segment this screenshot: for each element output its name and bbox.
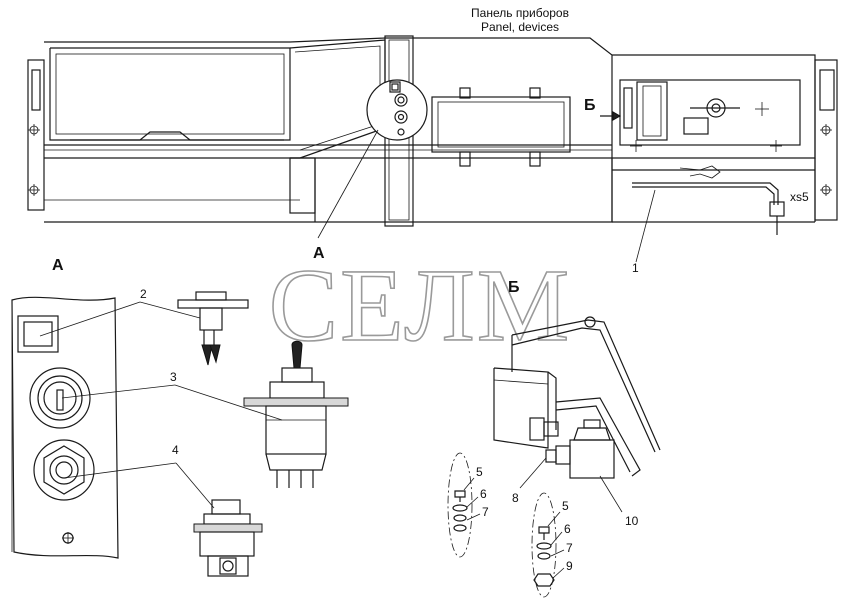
leader-3a bbox=[61, 384, 176, 399]
callout-6a: 6 bbox=[480, 487, 487, 501]
fastener-stack-left bbox=[452, 490, 468, 532]
leader-7b bbox=[550, 549, 565, 557]
leader-9 bbox=[552, 567, 565, 579]
leader-a bbox=[317, 129, 379, 239]
leader-4a bbox=[63, 462, 177, 479]
leader-6b bbox=[550, 531, 563, 546]
part-3-toggle-switch bbox=[243, 340, 349, 488]
callout-5a: 5 bbox=[476, 465, 483, 479]
callout-4: 4 bbox=[172, 443, 179, 457]
detail-b-title: Б bbox=[508, 279, 520, 296]
detail-a-title: А bbox=[52, 257, 64, 274]
callout-10: 10 bbox=[625, 514, 639, 528]
watermark: СЕЛМ bbox=[269, 248, 572, 363]
leader-10 bbox=[599, 475, 623, 513]
connector-label: xs5 bbox=[790, 190, 809, 204]
fastener-envelope-left bbox=[447, 452, 473, 558]
leader-2b bbox=[139, 301, 201, 319]
callout-5b: 5 bbox=[562, 499, 569, 513]
callout-6b: 6 bbox=[564, 522, 571, 536]
callout-2: 2 bbox=[140, 287, 147, 301]
title-line-1: Панель приборов bbox=[471, 6, 569, 20]
callout-7b: 7 bbox=[566, 541, 573, 555]
view-a-marker: А bbox=[313, 245, 325, 262]
leader-8 bbox=[519, 457, 547, 489]
callout-3: 3 bbox=[170, 370, 177, 384]
leader-7a bbox=[466, 513, 481, 521]
detail-a-panel bbox=[11, 296, 119, 559]
callout-7a: 7 bbox=[482, 505, 489, 519]
part-2-indicator-lamp bbox=[177, 291, 249, 366]
part-4-push-button bbox=[193, 499, 263, 577]
leader-6a bbox=[466, 496, 479, 508]
leader-5a bbox=[463, 477, 475, 491]
leader-4b bbox=[175, 462, 215, 509]
detail-b-bracket bbox=[493, 316, 661, 479]
leader-3b bbox=[174, 384, 283, 421]
fastener-envelope-right bbox=[531, 492, 557, 598]
title-line-2: Panel, devices bbox=[481, 20, 559, 34]
callout-9: 9 bbox=[566, 559, 573, 573]
instrument-panel-overview bbox=[27, 35, 838, 235]
fastener-stack-right bbox=[533, 526, 555, 587]
callout-8: 8 bbox=[512, 491, 519, 505]
callout-1: 1 bbox=[632, 261, 639, 275]
leader-5b bbox=[547, 511, 561, 527]
leader-1 bbox=[635, 189, 656, 263]
leader-2a bbox=[39, 301, 141, 337]
view-b-marker: Б bbox=[584, 97, 596, 114]
